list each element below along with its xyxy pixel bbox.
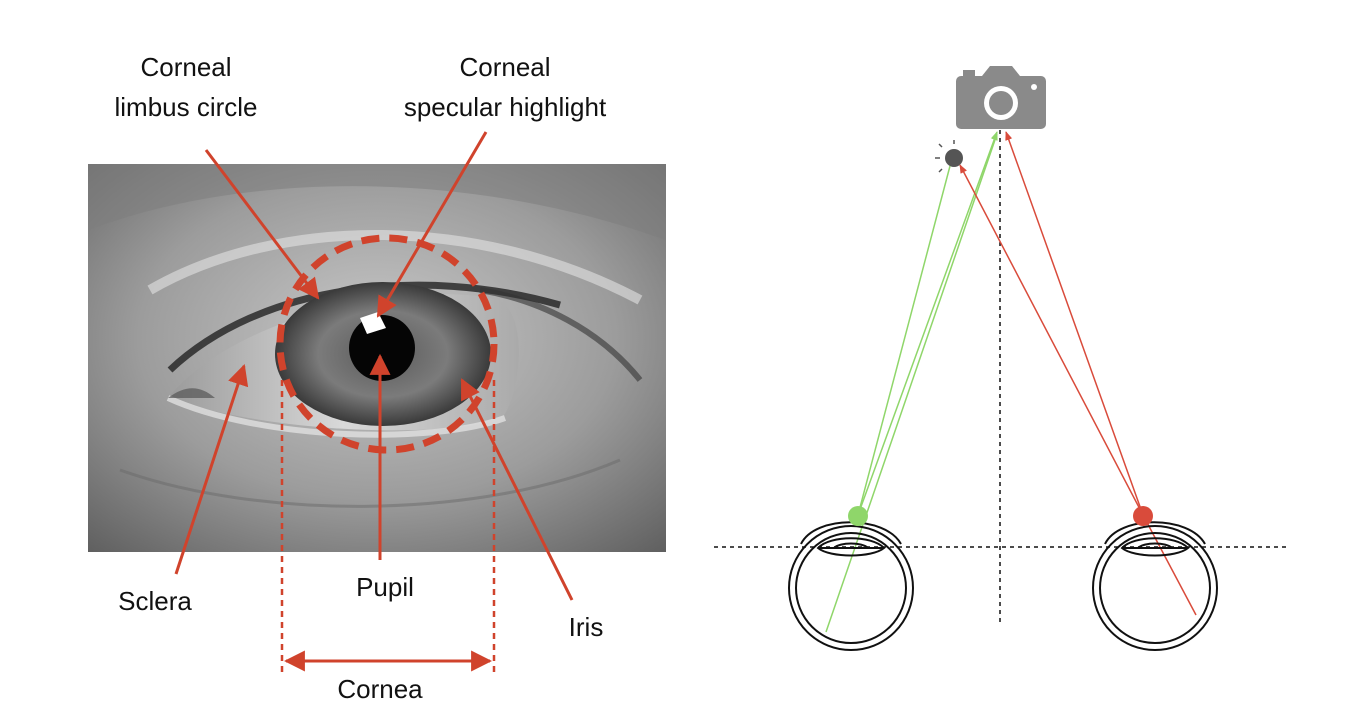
label-limbus-line1: Corneal	[140, 52, 231, 82]
arrow-limbus	[204, 149, 320, 300]
light-source-icon	[935, 140, 963, 173]
eye-photo	[88, 164, 666, 552]
camera-icon	[956, 66, 1046, 129]
eyeball-icon	[1092, 521, 1218, 651]
red-reflected-ray	[1005, 131, 1144, 516]
arrow-specular	[376, 131, 488, 318]
label-sclera: Sclera	[118, 586, 192, 616]
green-gaze-ray	[825, 133, 998, 633]
label-pupil: Pupil	[356, 572, 414, 602]
red-reflection-point	[1133, 506, 1153, 526]
label-specular-line2: specular highlight	[404, 92, 607, 122]
red-gaze-ray	[1142, 514, 1197, 616]
label-specular-line1: Corneal	[459, 52, 550, 82]
label-iris: Iris	[569, 612, 604, 642]
green-incident-ray	[857, 165, 951, 516]
eyeball-icon	[788, 521, 914, 651]
limbus-circle	[276, 234, 498, 454]
arrow-iris	[460, 378, 574, 601]
arrow-sclera	[174, 364, 249, 575]
green-reflection-point	[848, 506, 868, 526]
label-cornea: Cornea	[337, 674, 423, 704]
red-incident-ray	[959, 164, 1144, 516]
label-limbus-line2: limbus circle	[114, 92, 257, 122]
green-reflected-ray	[857, 131, 998, 516]
